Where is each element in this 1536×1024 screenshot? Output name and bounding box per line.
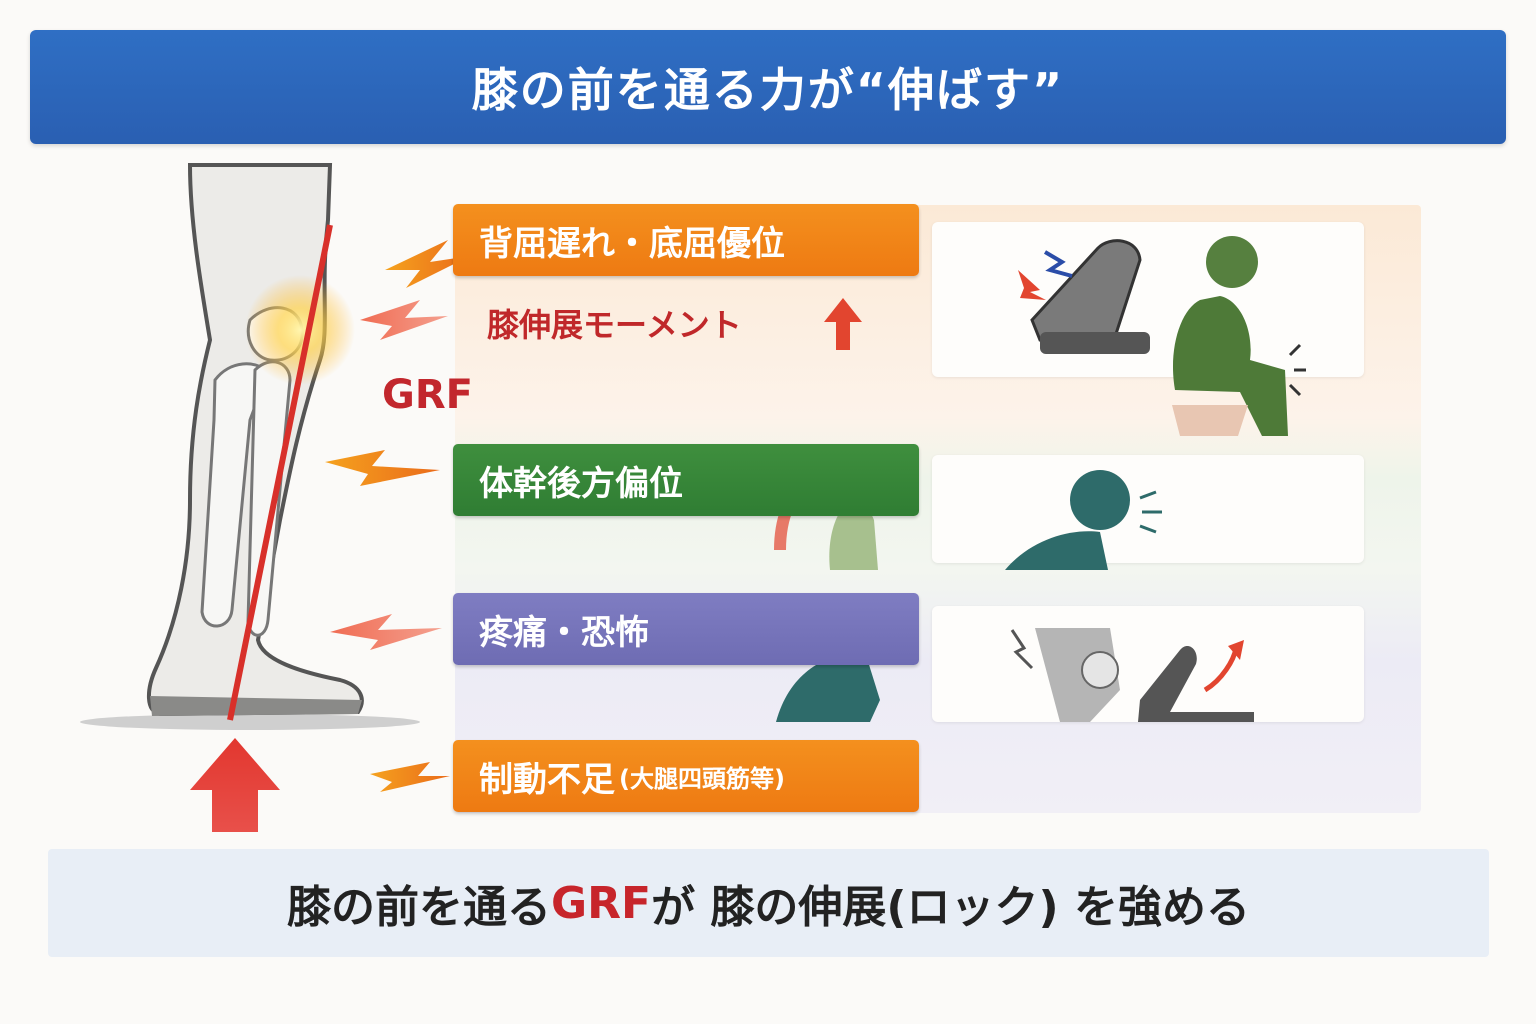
grf-line (227, 224, 333, 721)
bolt-icon (360, 300, 448, 340)
summary-highlight: GRF (551, 877, 652, 929)
page-title: 膝の前を通る力が“伸ばす” (471, 63, 1065, 117)
grf-label: GRF (382, 372, 473, 418)
bolt-icon (330, 614, 442, 650)
factor-label: 制動不足 (479, 759, 615, 800)
factor-pain-fear: 疼痛・恐怖 (453, 593, 919, 665)
factor-dorsiflexion-delay: 背屈遅れ・底屈優位 (453, 204, 919, 276)
knee-joint-icon (1010, 628, 1254, 722)
factor-label: 体幹後方偏位 (479, 463, 683, 504)
factor-insufficient-braking: 制動不足 (大腿四頭筋等) (453, 740, 919, 812)
card-trunk (932, 455, 1364, 563)
title-banner: 膝の前を通る力が“伸ばす” (30, 30, 1506, 144)
factor-label: 背屈遅れ・底屈優位 (479, 223, 785, 264)
factor-label-suffix: (大腿四頭筋等) (619, 764, 785, 793)
summary-suffix: が 膝の伸展(ロック) を強める (651, 882, 1250, 933)
coughing-person-icon (1005, 470, 1162, 570)
bolt-icon (370, 762, 450, 792)
bolt-icon (325, 450, 440, 486)
bolt-icon (385, 240, 470, 288)
factor-label: 疼痛・恐怖 (479, 612, 649, 653)
ankle-foot-orthosis-icon (1018, 239, 1150, 354)
knee-extension-moment-label: 膝伸展モーメント (487, 306, 742, 344)
factor-trunk-backward: 体幹後方偏位 (453, 444, 919, 516)
moment-up-arrow-icon (824, 298, 862, 350)
sitting-person-knee-pain-icon (1172, 236, 1306, 436)
summary-bar: 膝の前を通る GRF が 膝の伸展(ロック) を強める (48, 849, 1489, 957)
floor-shadow (80, 714, 420, 730)
summary-prefix: 膝の前を通る (287, 882, 552, 933)
leg-illustration (147, 163, 364, 717)
grf-arrow (190, 738, 280, 832)
